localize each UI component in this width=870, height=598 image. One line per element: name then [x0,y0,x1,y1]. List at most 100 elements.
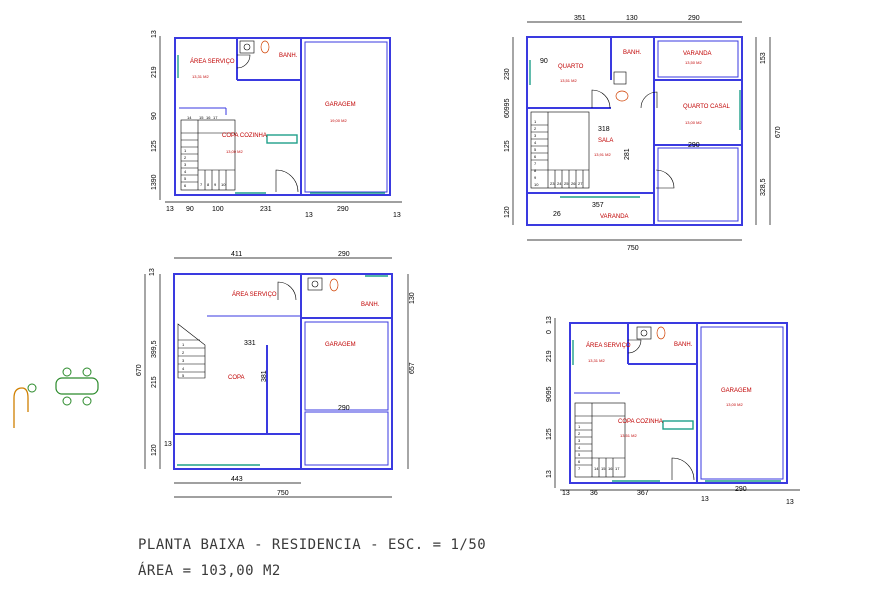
plan-a-label-servico: ÁREA SERVIÇO [190,58,235,65]
plan-b-dim-230: 230 [504,68,511,80]
plan-b-door-casal [640,91,658,109]
plan-c-dim-657: 657 [409,362,416,374]
plan-b-stair-8: 8 [534,168,537,173]
plan-b-label-banh: BANH. [623,50,642,56]
plan-d-stairs: 1 2 3 4 5 6 7 14 15 16 17 [574,402,626,478]
plan-d-stair-2: 2 [578,431,581,436]
plan-a-area-copa: 13,00 M2 [226,149,243,154]
plan-b-label-casal: QUARTO CASAL [683,104,730,110]
plan-b-sink [613,71,627,85]
plan-a-outer-wall [174,37,391,196]
plan-d-area-servico: 13,31 M2 [588,358,605,363]
plan-b-stair-26: 26 [571,181,576,186]
plan-b-dim-357: 357 [592,202,604,209]
plan-d-area-garagem: 13,00 M2 [726,402,743,407]
plan-c-garage-inner1 [304,321,389,411]
plan-d-stair-14: 14 [594,466,599,471]
plan-b-area-sala: 13,91 M2 [594,152,611,157]
plan-b-dim-290: 290 [688,15,700,22]
furniture-symbols [13,367,99,428]
plan-c-dim-750: 750 [277,490,289,497]
plan-a-dim-b100: 100 [212,206,224,213]
plan-a-door-copa [275,169,299,193]
plan-a-stair-8: 8 [207,182,210,187]
plan-a-stair-4: 4 [184,169,187,174]
plan-d-label-garagem: GARAGEM [721,388,752,394]
plan-b-dim-130: 130 [626,15,638,22]
plan-a-dim-13: 13 [151,30,158,38]
plan-a-stair-7: 7 [200,182,203,187]
plan-b-dim-281: 281 [624,148,631,160]
plan-c-label-copa: COPA [228,375,245,381]
plan-a-dim-b13: 13 [166,206,174,213]
plan-a-stair-2: 2 [184,155,187,160]
plan-b-door-quarto [591,89,611,109]
plan-a-stairs: 14 15 16 17 6 5 4 3 2 1 7 8 9 10 [180,115,236,191]
plan-d-dim-13b: 13 [546,470,553,478]
plan-a-area-garagem: 19,00 M2 [330,118,347,123]
plan-d-dim-125: 125 [546,428,553,440]
plan-b-stair-4: 4 [534,140,537,145]
caption-title: PLANTA BAIXA - RESIDENCIA - ESC. = 1/50 [138,537,487,553]
plan-c-dim-215: 215 [151,376,158,388]
plan-b-stair-25: 25 [564,181,569,186]
plan-b-dim-120: 120 [504,206,511,218]
plan-b-stair-24: 24 [557,181,562,186]
plan-a-label-garagem: GARAGEM [325,102,356,108]
plan-d-label-copa: COPA COZINHA [618,419,663,425]
plan-c-dim-331: 331 [244,340,256,347]
plan-b-stair-6: 6 [534,154,537,159]
plan-d-label-servico: ÁREA SERVIÇO [586,342,631,349]
plan-d-stair-1: 1 [578,424,581,429]
plan-b-label-quarto: QUARTO [558,64,584,70]
plan-a-stair-15: 15 [199,115,204,120]
plan-a-dim-219: 219 [151,66,158,78]
plan-a-stair-10: 10 [221,182,226,187]
plan-b-toilet [615,90,629,102]
plan-b-dim-125: 125 [504,140,511,152]
plan-d-dim-9095: 9095 [546,386,553,402]
plan-b-label-sala: SALA [598,138,613,144]
plan-d-stair-6: 6 [578,459,581,464]
plan-c-door-servico [277,281,297,301]
plan-d-dim-13: 13 [546,316,553,324]
plan-a-door-servico [236,54,251,69]
plan-a-stair-16: 16 [206,115,211,120]
plan-d-stair-3: 3 [578,438,581,443]
plan-d-stair-15: 15 [601,466,606,471]
plan-a-dim-b13c: 13 [393,212,401,219]
plan-d-door-copa [671,457,695,481]
plan-a: 14 15 16 17 6 5 4 3 2 1 7 8 9 10 ÁREA SE… [151,30,402,219]
plan-b-stair-5: 5 [534,147,537,152]
plan-a-stair-1: 1 [184,148,187,153]
plan-a-dim-125: 125 [151,140,158,152]
plan-c-label-banh: BANH. [361,302,380,308]
plan-b: 1 2 3 4 5 6 7 8 9 10 23 24 25 26 27 QUAR… [504,15,782,252]
plan-d-dim-b13c: 13 [786,499,794,506]
plan-c-stair-3: 3 [182,358,185,363]
plan-b-stairs: 1 2 3 4 5 6 7 8 9 10 23 24 25 26 27 [530,111,590,189]
plan-a-area-servico: 13,31 M2 [192,74,209,79]
plan-c-label-garagem: GARAGEM [325,342,356,348]
plan-d-stair-17: 17 [615,466,620,471]
plan-d-door-servico [627,339,642,354]
plan-b-area-quarto: 13,51 M2 [560,78,577,83]
plan-b-stair-10: 10 [534,182,539,187]
plan-c-dim-3995: 399,5 [151,340,158,358]
plan-b-label-varanda-top: VARANDA [683,51,712,57]
plan-d-toilet [656,326,666,340]
plan-d-dim-0: 0 [546,330,553,334]
plan-d-garage-inner [700,326,784,480]
plan-b-stair-23: 23 [550,181,555,186]
plan-b-stair-7: 7 [534,161,537,166]
plan-d-area-copa: 13,51 M2 [620,433,637,438]
plan-a-stair-6: 6 [184,183,187,188]
plan-d-counter [662,420,694,430]
plan-b-stair-9: 9 [534,175,537,180]
plan-b-dim-3285: 328,5 [760,178,767,196]
plan-b-dim-351: 351 [574,15,586,22]
plan-b-stair-3: 3 [534,133,537,138]
plan-c-dim-130: 130 [409,292,416,304]
plan-d-dim-b36: 36 [590,490,598,497]
plan-b-stair-27: 27 [578,181,583,186]
